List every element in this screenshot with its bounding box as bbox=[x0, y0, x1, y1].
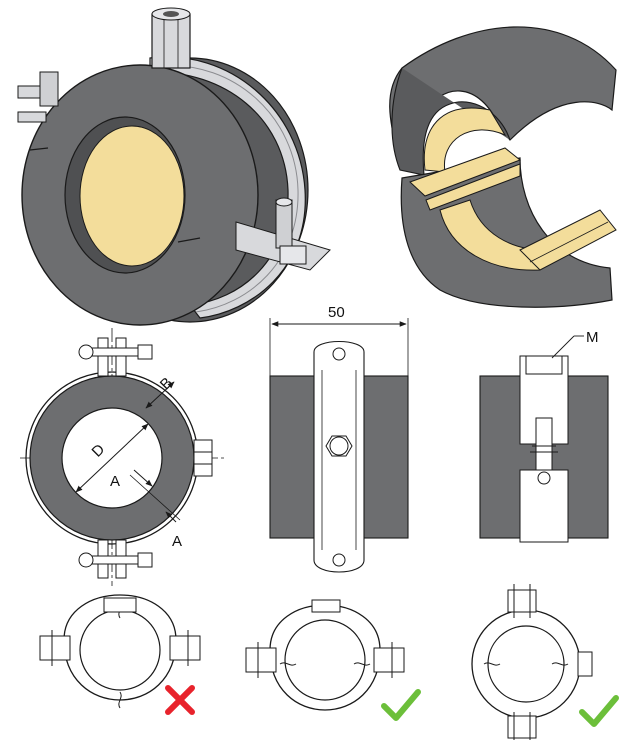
side-view-width: 50 bbox=[269, 304, 409, 573]
cross-mark-icon bbox=[165, 685, 195, 715]
variant-correct-orientation-a bbox=[245, 599, 405, 711]
variant-wrong-orientation bbox=[39, 594, 201, 709]
offset-label-outer: A bbox=[172, 533, 182, 550]
insert-bore bbox=[79, 125, 185, 267]
top-hex-nut bbox=[151, 7, 191, 69]
thread-label: M bbox=[586, 329, 599, 346]
band-strap bbox=[313, 341, 365, 573]
thickness-label: B bbox=[157, 374, 176, 393]
opened-insulation-3d-view bbox=[389, 26, 617, 308]
top-screw-assembly bbox=[78, 337, 153, 377]
offset-label-inner: A bbox=[110, 473, 120, 490]
clamp-band bbox=[149, 56, 306, 319]
assembled-clamp-3d-view bbox=[17, 7, 331, 326]
check-mark-icon bbox=[381, 689, 421, 721]
left-clamp-screws bbox=[17, 71, 59, 123]
cross-section-view: D B A A bbox=[20, 328, 225, 586]
side-nut bbox=[193, 439, 213, 477]
variant-correct-orientation-b bbox=[471, 584, 593, 740]
width-dimension-label: 50 bbox=[328, 304, 345, 321]
right-clamp-screws bbox=[235, 197, 331, 271]
bottom-screw-assembly bbox=[78, 539, 153, 579]
side-view-thread: M bbox=[479, 329, 609, 543]
check-mark-icon bbox=[579, 695, 619, 727]
